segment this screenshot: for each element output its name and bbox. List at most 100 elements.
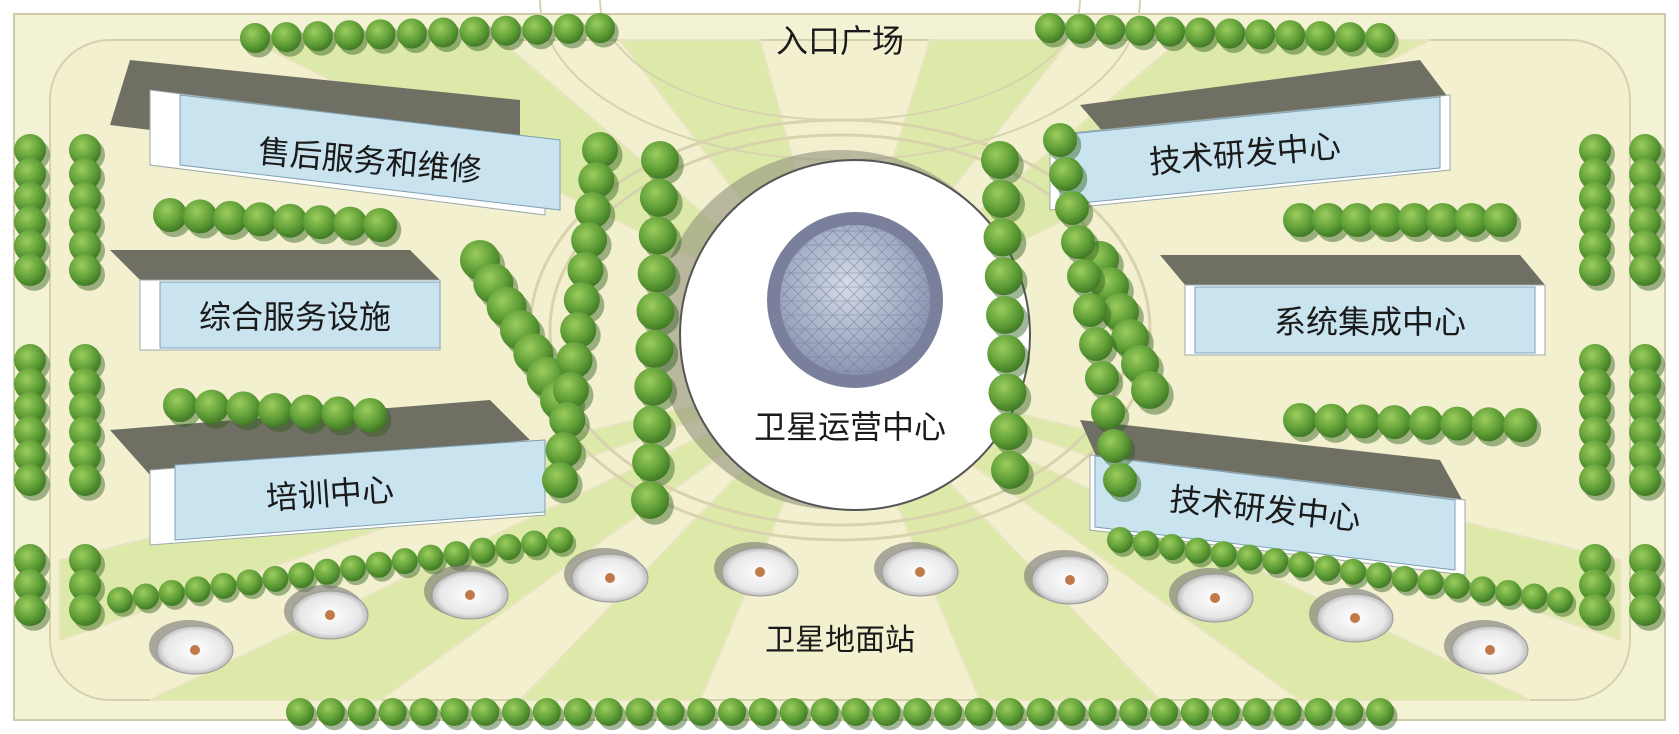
tree-icon <box>194 389 233 429</box>
tree-icon <box>14 594 50 631</box>
tree-icon <box>1215 18 1249 53</box>
satellite-dish-icon <box>149 620 234 675</box>
tree-icon <box>1026 698 1059 731</box>
entrance-plaza-label: 入口广场 <box>776 22 904 60</box>
tree-icon <box>1088 698 1120 731</box>
tree-icon <box>1049 157 1088 197</box>
satellite-dish-icon <box>564 548 649 603</box>
tree-icon <box>1503 408 1542 448</box>
tree-icon <box>872 698 904 731</box>
tree-icon <box>1119 698 1151 731</box>
tree-icon <box>1629 440 1665 477</box>
tree-icon <box>1454 203 1493 243</box>
tree-icon <box>983 218 1027 263</box>
satellite-dish-icon <box>1024 550 1109 605</box>
tree-icon <box>1335 698 1367 731</box>
tree-icon <box>471 698 503 731</box>
satellite-dishes <box>149 542 1529 675</box>
tree-icon <box>1471 407 1510 447</box>
tree-icon <box>1579 594 1615 631</box>
tree-icon <box>638 216 682 261</box>
tree-icon <box>1275 20 1309 55</box>
tree-icon <box>631 481 674 525</box>
tree-icon <box>1125 15 1159 51</box>
tree-icon <box>1150 698 1182 731</box>
tree-icon <box>459 16 494 52</box>
tree-icon <box>532 698 565 731</box>
tree-icon <box>1242 698 1275 731</box>
tree-icon <box>163 388 202 428</box>
tree-icon <box>334 20 368 55</box>
tree-icon <box>158 579 189 610</box>
tree-icon <box>1417 569 1447 600</box>
tree-icon <box>1377 405 1416 445</box>
tree-icon <box>1304 698 1336 731</box>
tree-icon <box>687 698 719 731</box>
tree-icon <box>634 367 678 412</box>
tree-icon <box>1440 406 1479 446</box>
tree-icon <box>443 541 473 572</box>
tree-icon <box>625 698 657 731</box>
tree-icon <box>314 558 344 589</box>
tree-icon <box>1629 464 1665 501</box>
tree-icon <box>69 254 105 291</box>
tree-icon <box>1073 293 1112 333</box>
satellite-dish-icon <box>714 542 799 597</box>
tree-icon <box>1335 22 1369 57</box>
tree-icon <box>1495 579 1525 610</box>
satellite-dish-icon <box>1309 588 1394 643</box>
tree-icon <box>213 200 252 240</box>
tree-icon <box>982 179 1025 224</box>
tree-icon <box>363 208 402 248</box>
tree-icon <box>1065 13 1099 49</box>
tree-icon <box>440 698 472 731</box>
ground-station-label: 卫星地面站 <box>765 623 915 658</box>
tree-icon <box>542 462 583 504</box>
building-after-sales: 售后服务和维修 <box>110 60 561 216</box>
tree-icon <box>240 23 274 58</box>
tree-icon <box>636 292 680 336</box>
satellite-dish-icon <box>424 565 509 620</box>
building-label: 综合服务设施 <box>199 298 391 336</box>
tree-icon <box>14 254 50 291</box>
tree-icon <box>1579 464 1615 501</box>
tree-icon <box>396 18 431 53</box>
operations-center-label: 卫星运营中心 <box>754 408 946 446</box>
tree-icon <box>1314 555 1344 586</box>
tree-icon <box>1107 527 1137 557</box>
tree-icon <box>14 158 50 195</box>
tree-icon <box>353 398 392 438</box>
tree-icon <box>14 569 50 606</box>
tree-icon <box>271 22 306 57</box>
tree-icon <box>1305 21 1339 56</box>
tree-icon <box>1103 463 1142 503</box>
tree-icon <box>1097 429 1136 469</box>
tree-icon <box>1365 23 1399 58</box>
tree-icon <box>1085 361 1124 401</box>
tree-icon <box>991 451 1034 495</box>
tree-icon <box>639 178 683 223</box>
tree-icon <box>1483 203 1522 243</box>
tree-icon <box>289 394 328 434</box>
tree-icon <box>273 203 312 243</box>
tree-icon <box>262 565 292 596</box>
tree-icon <box>236 569 266 600</box>
tree-icon <box>1185 17 1219 53</box>
tree-icon <box>1155 16 1189 52</box>
satellite-dish-icon <box>874 542 959 597</box>
tree-icon <box>1314 403 1353 443</box>
tree-icon <box>984 257 1028 301</box>
building-rnd-top: 技术研发中心 <box>1049 60 1451 211</box>
tree-icon <box>1061 225 1100 265</box>
tree-icon <box>183 199 222 239</box>
tree-icon <box>288 562 318 593</box>
tree-icon <box>243 202 282 242</box>
tree-icon <box>585 13 619 48</box>
building-general-services: 综合服务设施 <box>110 250 441 351</box>
tree-icon <box>365 19 400 54</box>
tree-icon <box>428 17 462 53</box>
tree-icon <box>1262 548 1292 579</box>
tree-icon <box>988 373 1032 418</box>
tree-icon <box>1365 562 1396 593</box>
tree-icon <box>1339 558 1370 589</box>
